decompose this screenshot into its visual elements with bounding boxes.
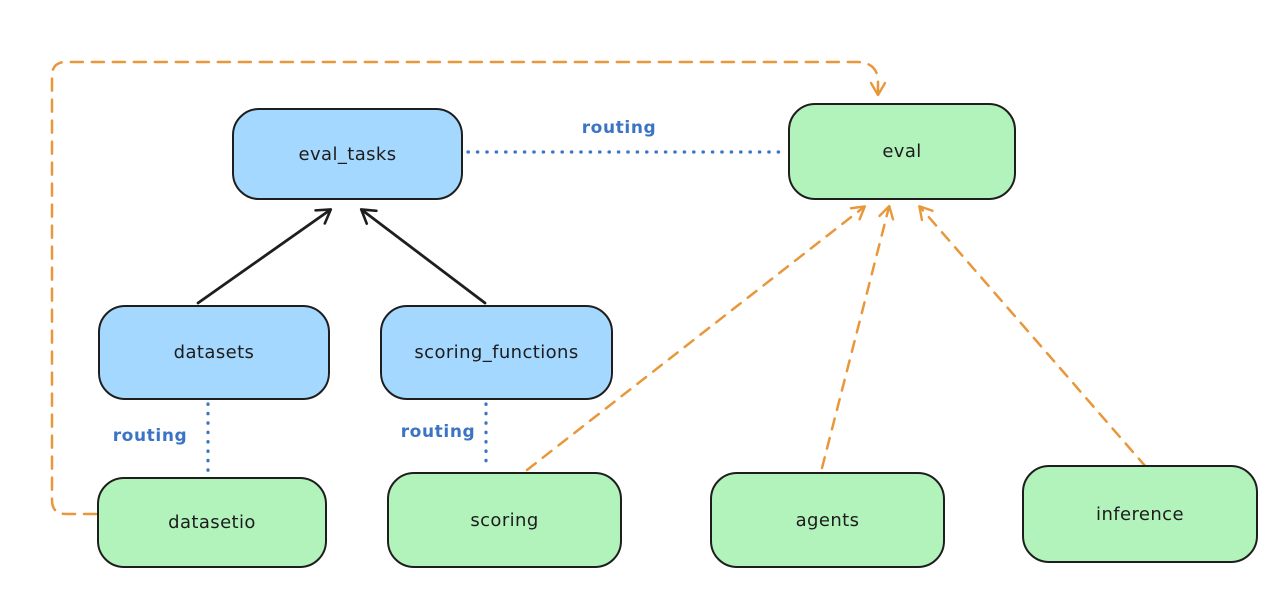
- node-scoring-label: scoring: [470, 509, 539, 531]
- edge-agents-to-eval: [820, 204, 895, 470]
- edge-datasetio-to-eval: [50, 60, 887, 516]
- node-eval-tasks-label: eval_tasks: [298, 143, 397, 165]
- node-scoring: scoring: [387, 472, 622, 568]
- node-eval-label: eval: [882, 141, 922, 162]
- node-scoring-functions-label: scoring_functions: [414, 342, 579, 363]
- node-inference-label: inference: [1096, 503, 1184, 525]
- node-scoring-functions: scoring_functions: [380, 305, 613, 400]
- edge-scoring-to-eval: [525, 205, 866, 472]
- edge-inference-to-eval: [918, 205, 1148, 469]
- node-eval: eval: [788, 103, 1016, 200]
- node-agents-label: agents: [795, 509, 860, 531]
- routing-label-scoring-functions-scoring: routing: [400, 422, 476, 442]
- routing-label-eval-tasks-eval: routing: [581, 118, 657, 138]
- node-inference: inference: [1022, 465, 1258, 563]
- routing-label-datasets-datasetio: routing: [112, 426, 188, 446]
- node-datasets-label: datasets: [173, 342, 255, 363]
- node-agents: agents: [710, 472, 945, 568]
- node-datasetio: datasetio: [97, 477, 327, 568]
- node-eval-tasks: eval_tasks: [232, 108, 463, 200]
- edge-datasets-to-eval-tasks: [196, 208, 333, 305]
- node-datasets: datasets: [98, 305, 330, 400]
- node-datasetio-label: datasetio: [168, 512, 256, 533]
- edge-scoring-functions-to-eval-tasks: [359, 208, 487, 305]
